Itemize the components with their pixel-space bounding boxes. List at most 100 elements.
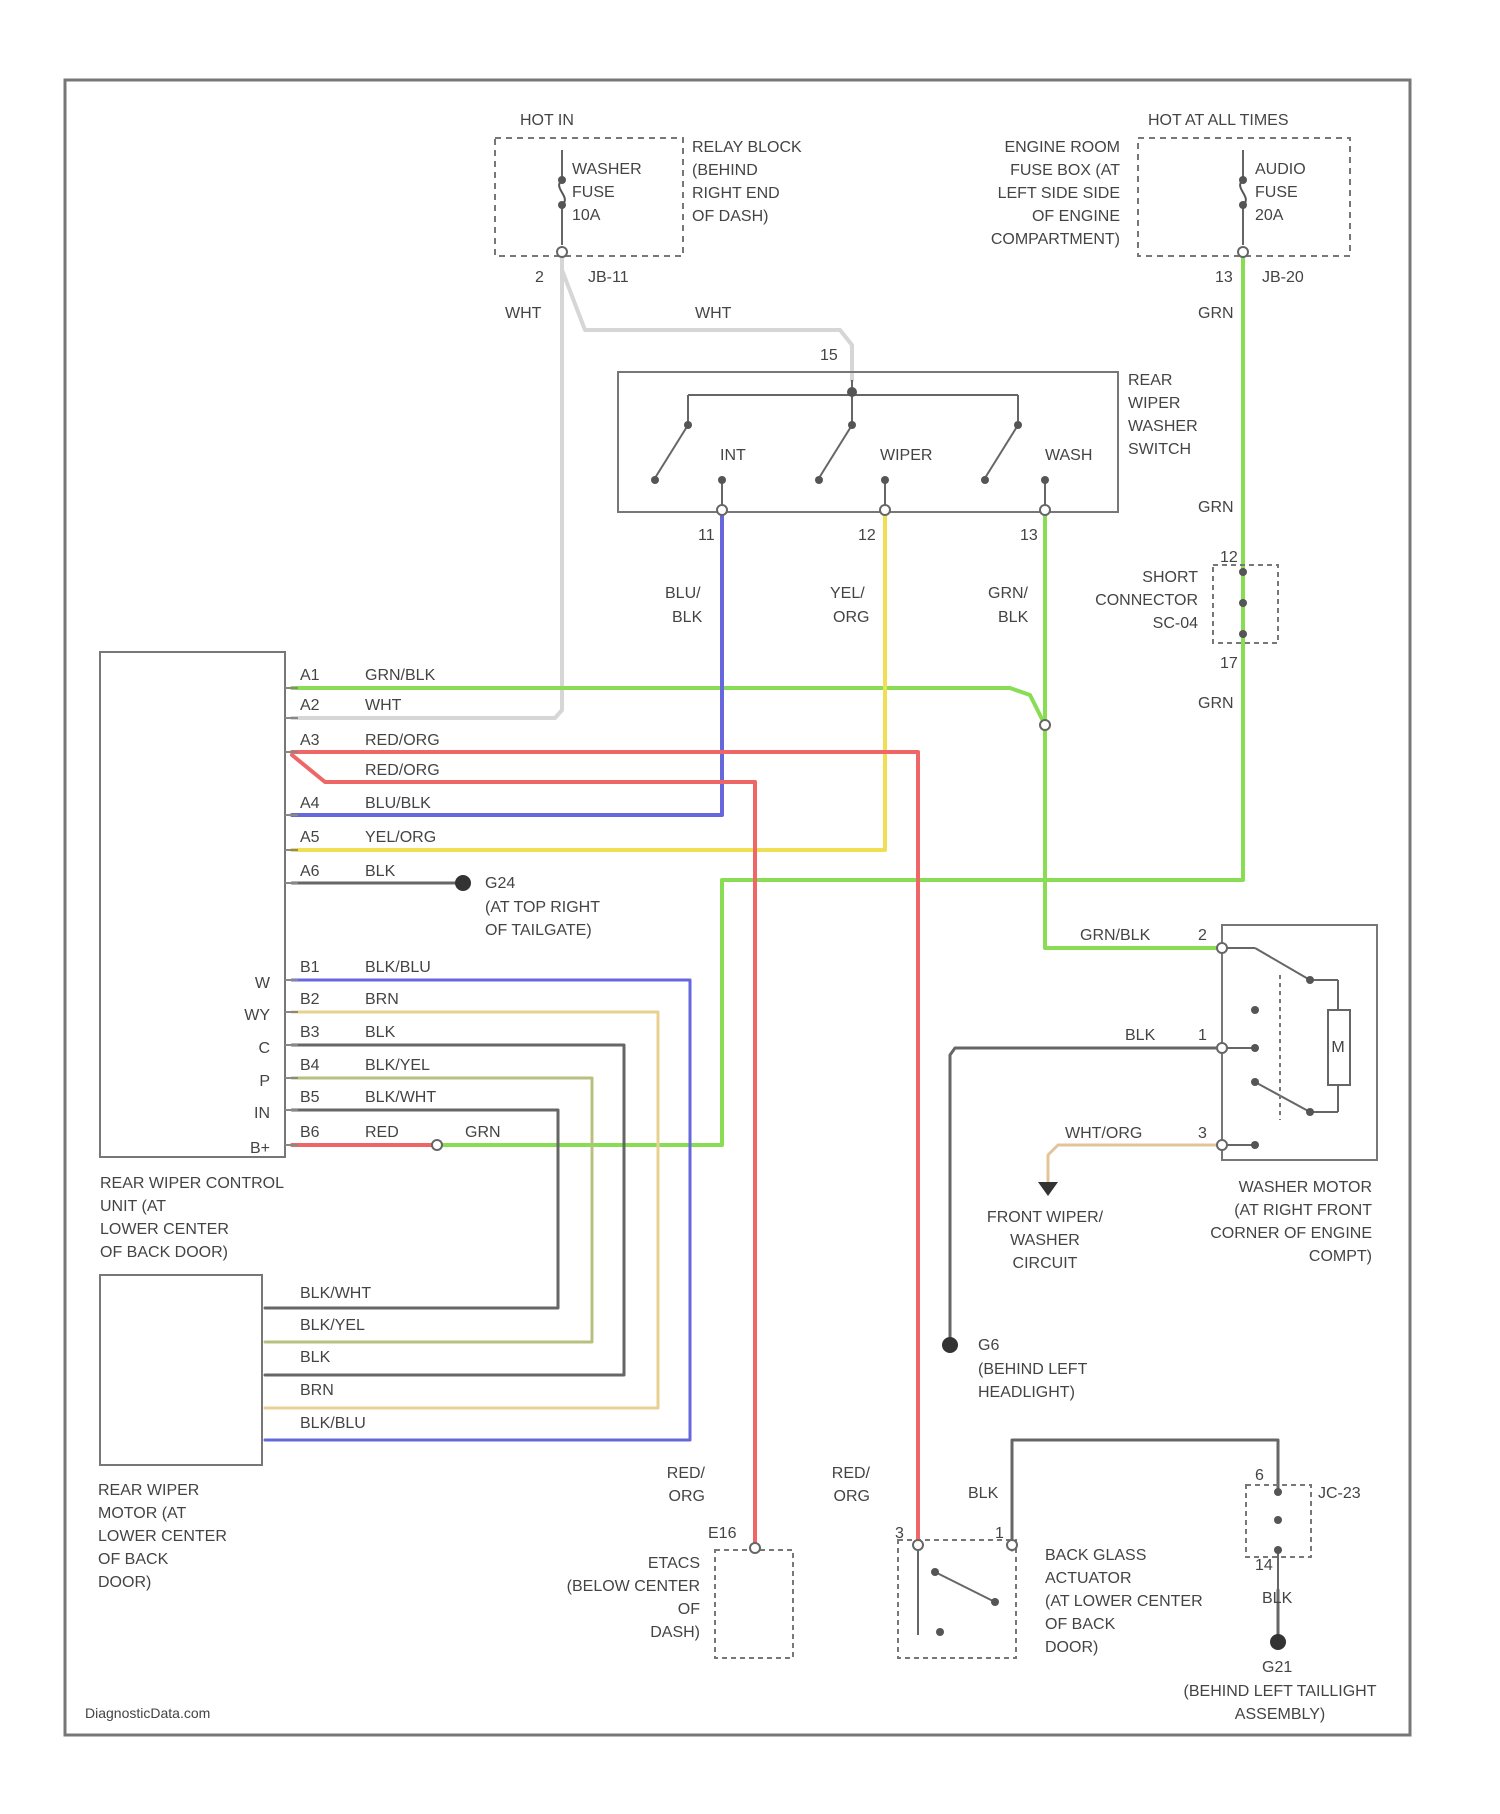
switch-label-0: REAR [1128,372,1172,389]
wm-pin-2 [1217,943,1227,953]
cu-wire-b2: BLK [365,1024,396,1041]
wire-label-wht-2: WHT [695,305,732,322]
switch-pos-wash: WASH [1045,447,1092,464]
washer-fuse-header: HOT IN [520,112,574,129]
etacs-box [715,1550,793,1658]
wire-label-grn-3: GRN [1198,695,1234,712]
sc-label-2: SC-04 [1153,615,1198,632]
audio-fuse-location-3: OF ENGINE [1032,208,1120,225]
cu-wire-b5: RED [365,1124,399,1141]
motor-label-2: LOWER CENTER [98,1528,227,1545]
motor-wire-2: BLK [300,1349,331,1366]
cu-pin-b5: B6 [300,1124,320,1141]
front-circuit-label-2: CIRCUIT [1013,1255,1078,1272]
bg-pin-3 [913,1540,923,1550]
wire-wht-switch [562,270,852,380]
wm-dot-1 [1306,976,1314,984]
switch-label-3: SWITCH [1128,441,1191,458]
washer-fuse-dot1 [558,176,566,184]
cu-pin-a1: A2 [300,697,320,714]
wire-label-grn-2: GRN [1198,499,1234,516]
audio-fuse-line-2: 20A [1255,207,1284,224]
motor-wire-3: BRN [300,1382,334,1399]
switch-wire-blu: BLU/ [665,585,701,602]
wire-layer [265,258,1278,1638]
etacs-label-2: OF [678,1601,700,1618]
wm-blade-1 [1255,948,1310,980]
cu-wire-a2: RED/ORG [365,732,440,749]
washer-motor-box [1222,925,1377,1160]
g21-location-0: (BEHIND LEFT TAILLIGHT [1184,1683,1377,1700]
switch-pin-11: 11 [698,527,715,544]
bg-dot-3 [936,1628,944,1636]
motor-label-4: DOOR) [98,1574,151,1591]
switch-pos-wiper: WIPER [880,447,932,464]
switch-pos-int: INT [720,447,746,464]
bg-label-3: OF BACK [1045,1616,1116,1633]
wm-wire-whtorg: WHT/ORG [1065,1125,1142,1142]
switch-contact-bot-1 [815,476,823,484]
wm-pin-3 [1217,1140,1227,1150]
cu-wire-b3: BLK/YEL [365,1057,430,1074]
cu-label-0: REAR WIPER CONTROL [100,1175,284,1192]
audio-fuse-location-0: ENGINE ROOM [1004,139,1120,156]
wire-blk-backglass [1012,1440,1278,1550]
sc-label-1: CONNECTOR [1095,592,1198,609]
washer-fuse-conn-label: JB-11 [588,269,629,286]
switch-wire-grn: GRN/ [988,585,1029,602]
motor-label-1: MOTOR (AT [98,1505,187,1522]
bg-pin-label-1: 1 [995,1525,1004,1542]
audio-fuse-header: HOT AT ALL TIMES [1148,112,1289,129]
wm-pin-label-2: 2 [1198,927,1207,944]
sc-label-0: SHORT [1142,569,1198,586]
wm-dot-2 [1251,1006,1259,1014]
cu-b6-extra: GRN [465,1124,501,1141]
washer-fuse-line-0: WASHER [572,161,642,178]
switch-pin-13: 13 [1020,527,1038,544]
rear-wiper-control-unit [100,652,285,1157]
ground-g21-symbol [1270,1634,1286,1650]
switch-blade-0 [655,425,688,478]
wm-wire-blk: BLK [1125,1027,1156,1044]
wm-wire-grnblk: GRN/BLK [1080,927,1151,944]
switch-label-2: WASHER [1128,418,1198,435]
cu-pin-b1: B2 [300,991,320,1008]
washer-fuse-line-2: 10A [572,207,601,224]
g21-id: G21 [1262,1659,1292,1676]
wire-label-wht-1: WHT [505,305,542,322]
etacs-label-3: DASH) [650,1624,700,1641]
switch-contact-bot-2 [981,476,989,484]
wire-blkblu [265,980,690,1440]
bg-dot-1 [931,1568,939,1576]
switch-wire-blk1: BLK [672,609,703,626]
cu-wire-b4: BLK/WHT [365,1089,436,1106]
switch-blade-2 [985,425,1018,478]
rear-wiper-motor-box [100,1275,262,1465]
cu-label-3: OF BACK DOOR) [100,1244,228,1261]
bg-label-1: ACTUATOR [1045,1570,1132,1587]
bg-pin-1 [1007,1540,1017,1550]
audio-fuse-conn-label: JB-20 [1262,269,1304,286]
cu-terminal-2: C [258,1040,270,1057]
wire-wht-a2 [292,258,562,718]
sc-pin-bottom: 17 [1220,655,1238,672]
back-glass-box [898,1540,1016,1658]
audio-fuse-line-1: FUSE [1255,184,1298,201]
front-circuit-arrow-icon [1038,1182,1058,1196]
wm-blade-2 [1255,1082,1310,1112]
audio-fuse-pin [1238,247,1248,257]
rear-switch-box [618,372,1118,512]
washer-fuse-pin-label: 2 [535,269,544,286]
switch-wire-org: ORG [833,609,869,626]
audio-fuse-location-1: FUSE BOX (AT [1010,162,1120,179]
wire-whtorg-front [1048,1145,1222,1182]
switch-pin-0 [717,505,727,515]
washer-fuse-location-1: (BEHIND [692,162,758,179]
bg-label-4: DOOR) [1045,1639,1098,1656]
motor-label-3: OF BACK [98,1551,169,1568]
etacs-wire-1: ORG [669,1488,705,1505]
switch-pin-2 [1040,505,1050,515]
g24-id: G24 [485,875,515,892]
etacs-label-0: ETACS [648,1555,700,1572]
jc-wire: BLK [1262,1590,1293,1607]
